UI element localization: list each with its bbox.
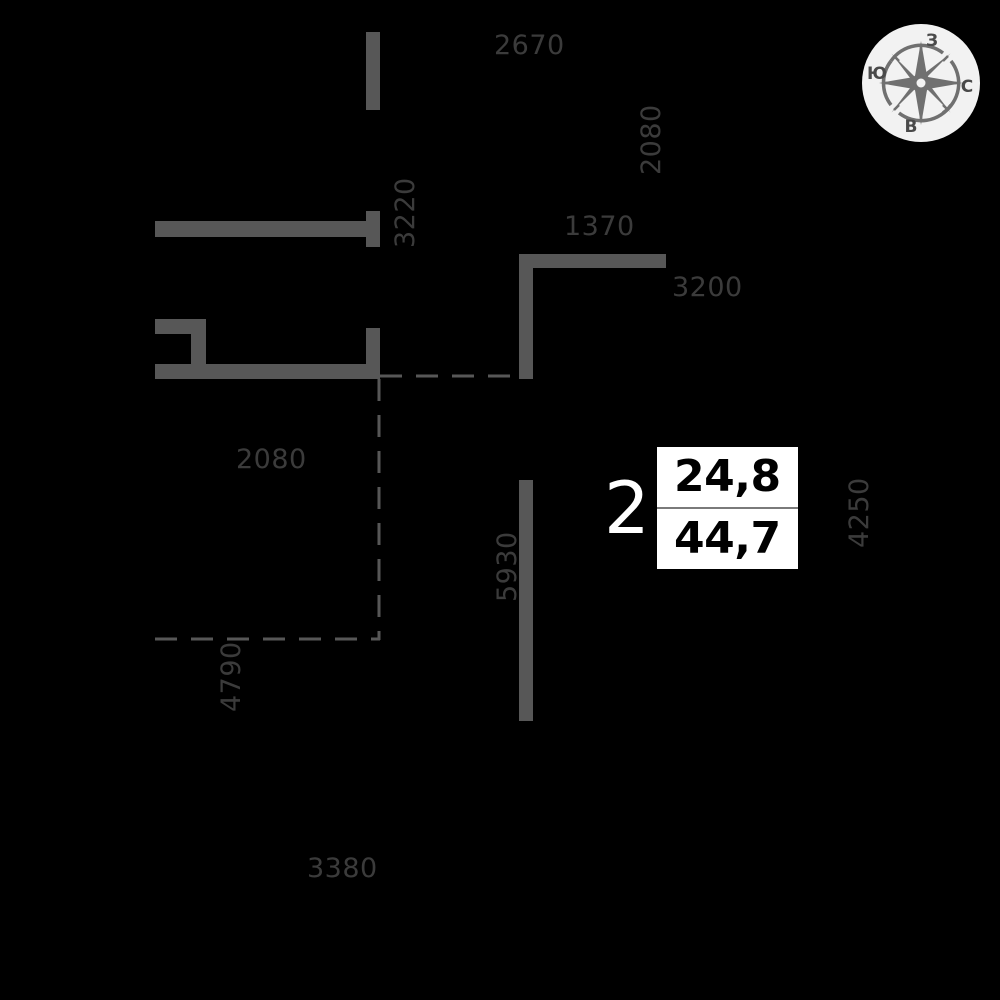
wall-midleft-vertical	[191, 319, 206, 367]
dimension-label: 2080	[236, 444, 307, 475]
wall-upper-t-vertical	[366, 211, 380, 247]
wall-mid-right-vertical-stub	[366, 328, 380, 379]
compass-label-bottom: В	[905, 117, 918, 137]
compass-rose-icon: З С В Ю	[862, 24, 980, 142]
total-area-value: 44,7	[674, 513, 781, 564]
dimension-label: 1370	[564, 211, 635, 242]
rooms-count: 2	[604, 466, 650, 550]
compass-star	[879, 41, 963, 125]
dimension-label: 3200	[672, 272, 743, 303]
wall-right-horizontal	[519, 254, 666, 268]
dimension-label: 4790	[216, 641, 247, 712]
balcony-outline-group	[155, 374, 520, 641]
dimension-label: 3380	[307, 853, 378, 884]
living-area-value: 24,8	[656, 447, 798, 509]
dimension-label: 2080	[636, 104, 667, 175]
wall-mid-horizontal	[155, 364, 380, 379]
dimension-label: 4250	[844, 477, 875, 548]
area-values-box: 24,8 44,7	[656, 447, 798, 569]
area-badge: 2 24,8 44,7	[604, 447, 798, 569]
wall-group	[155, 32, 666, 721]
wall-upper-horizontal	[155, 221, 380, 237]
wall-right-vertical	[519, 254, 533, 379]
compass-hub-inner	[916, 78, 926, 88]
compass-label-left: Ю	[867, 64, 887, 84]
compass-label-top: З	[926, 31, 938, 51]
dimension-label: 5930	[492, 531, 523, 602]
dimension-label: 3220	[390, 177, 421, 248]
dimension-label: 2670	[494, 30, 565, 61]
compass-label-right: С	[961, 77, 973, 97]
wall-lower-vertical	[519, 480, 533, 721]
wall-top-vertical-stub	[366, 32, 380, 110]
